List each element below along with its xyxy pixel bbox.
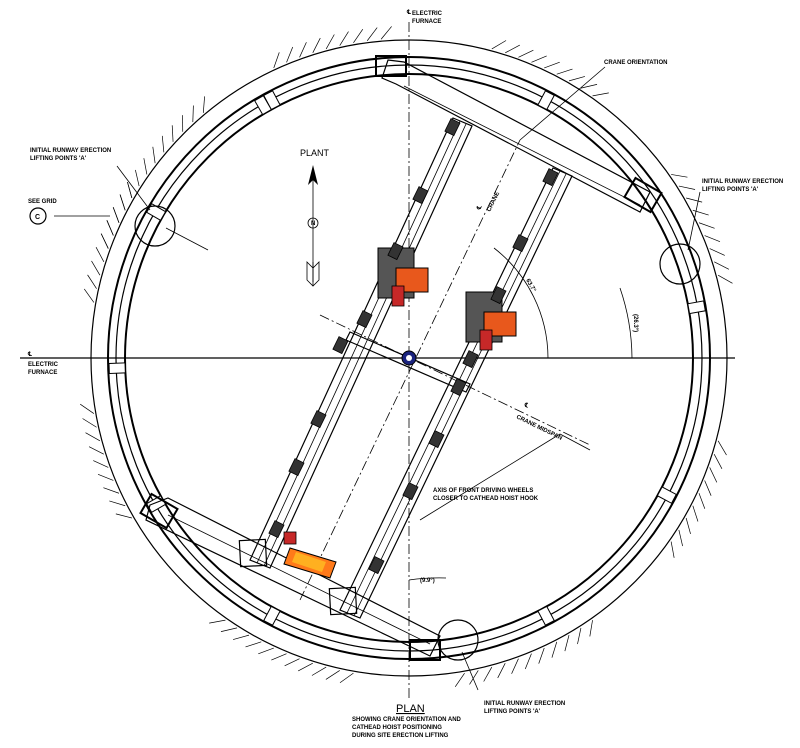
crane-midspan-bar	[319, 314, 591, 446]
crane-cl-symbol: ℄	[475, 204, 483, 212]
angle-dimensions	[408, 247, 633, 581]
angle-label: 63.7°	[524, 278, 537, 294]
center-marker	[401, 350, 417, 366]
grid-ref-caption: SEE GRID	[28, 199, 57, 205]
angle-bottom-label: (9.9°)	[420, 578, 435, 584]
lifting-points	[134, 205, 701, 661]
north-label: PLANT	[300, 148, 330, 158]
plan-title: PLAN	[396, 703, 425, 715]
crane-centerline	[299, 139, 521, 601]
cathead-hoist	[283, 531, 337, 579]
girder-stiffeners	[268, 118, 559, 575]
furnace-top-label: ℄	[406, 9, 411, 16]
trolley-left	[377, 247, 429, 307]
north-letter: N	[311, 221, 315, 227]
furnace-left-cl: ℄	[27, 351, 32, 358]
trolley-right	[465, 291, 517, 351]
crane-cl-label: CRANE	[486, 191, 501, 213]
crane-orientation-lines: CRANE ORIENTATION	[604, 60, 667, 66]
girder-plates	[238, 538, 358, 616]
crane-midspan-symbol: ℄	[522, 401, 530, 409]
crane-orientation-text: CRANE ORIENTATION	[604, 60, 667, 66]
building-wall-hatching	[80, 26, 733, 687]
north-arrow	[306, 165, 320, 287]
angle-right-label: (26.3°)	[632, 314, 638, 332]
furnace-centerlines	[20, 22, 735, 700]
grid-ref-letter: C	[35, 214, 40, 221]
leader-lines	[54, 66, 701, 691]
grid-reference	[29, 207, 47, 225]
